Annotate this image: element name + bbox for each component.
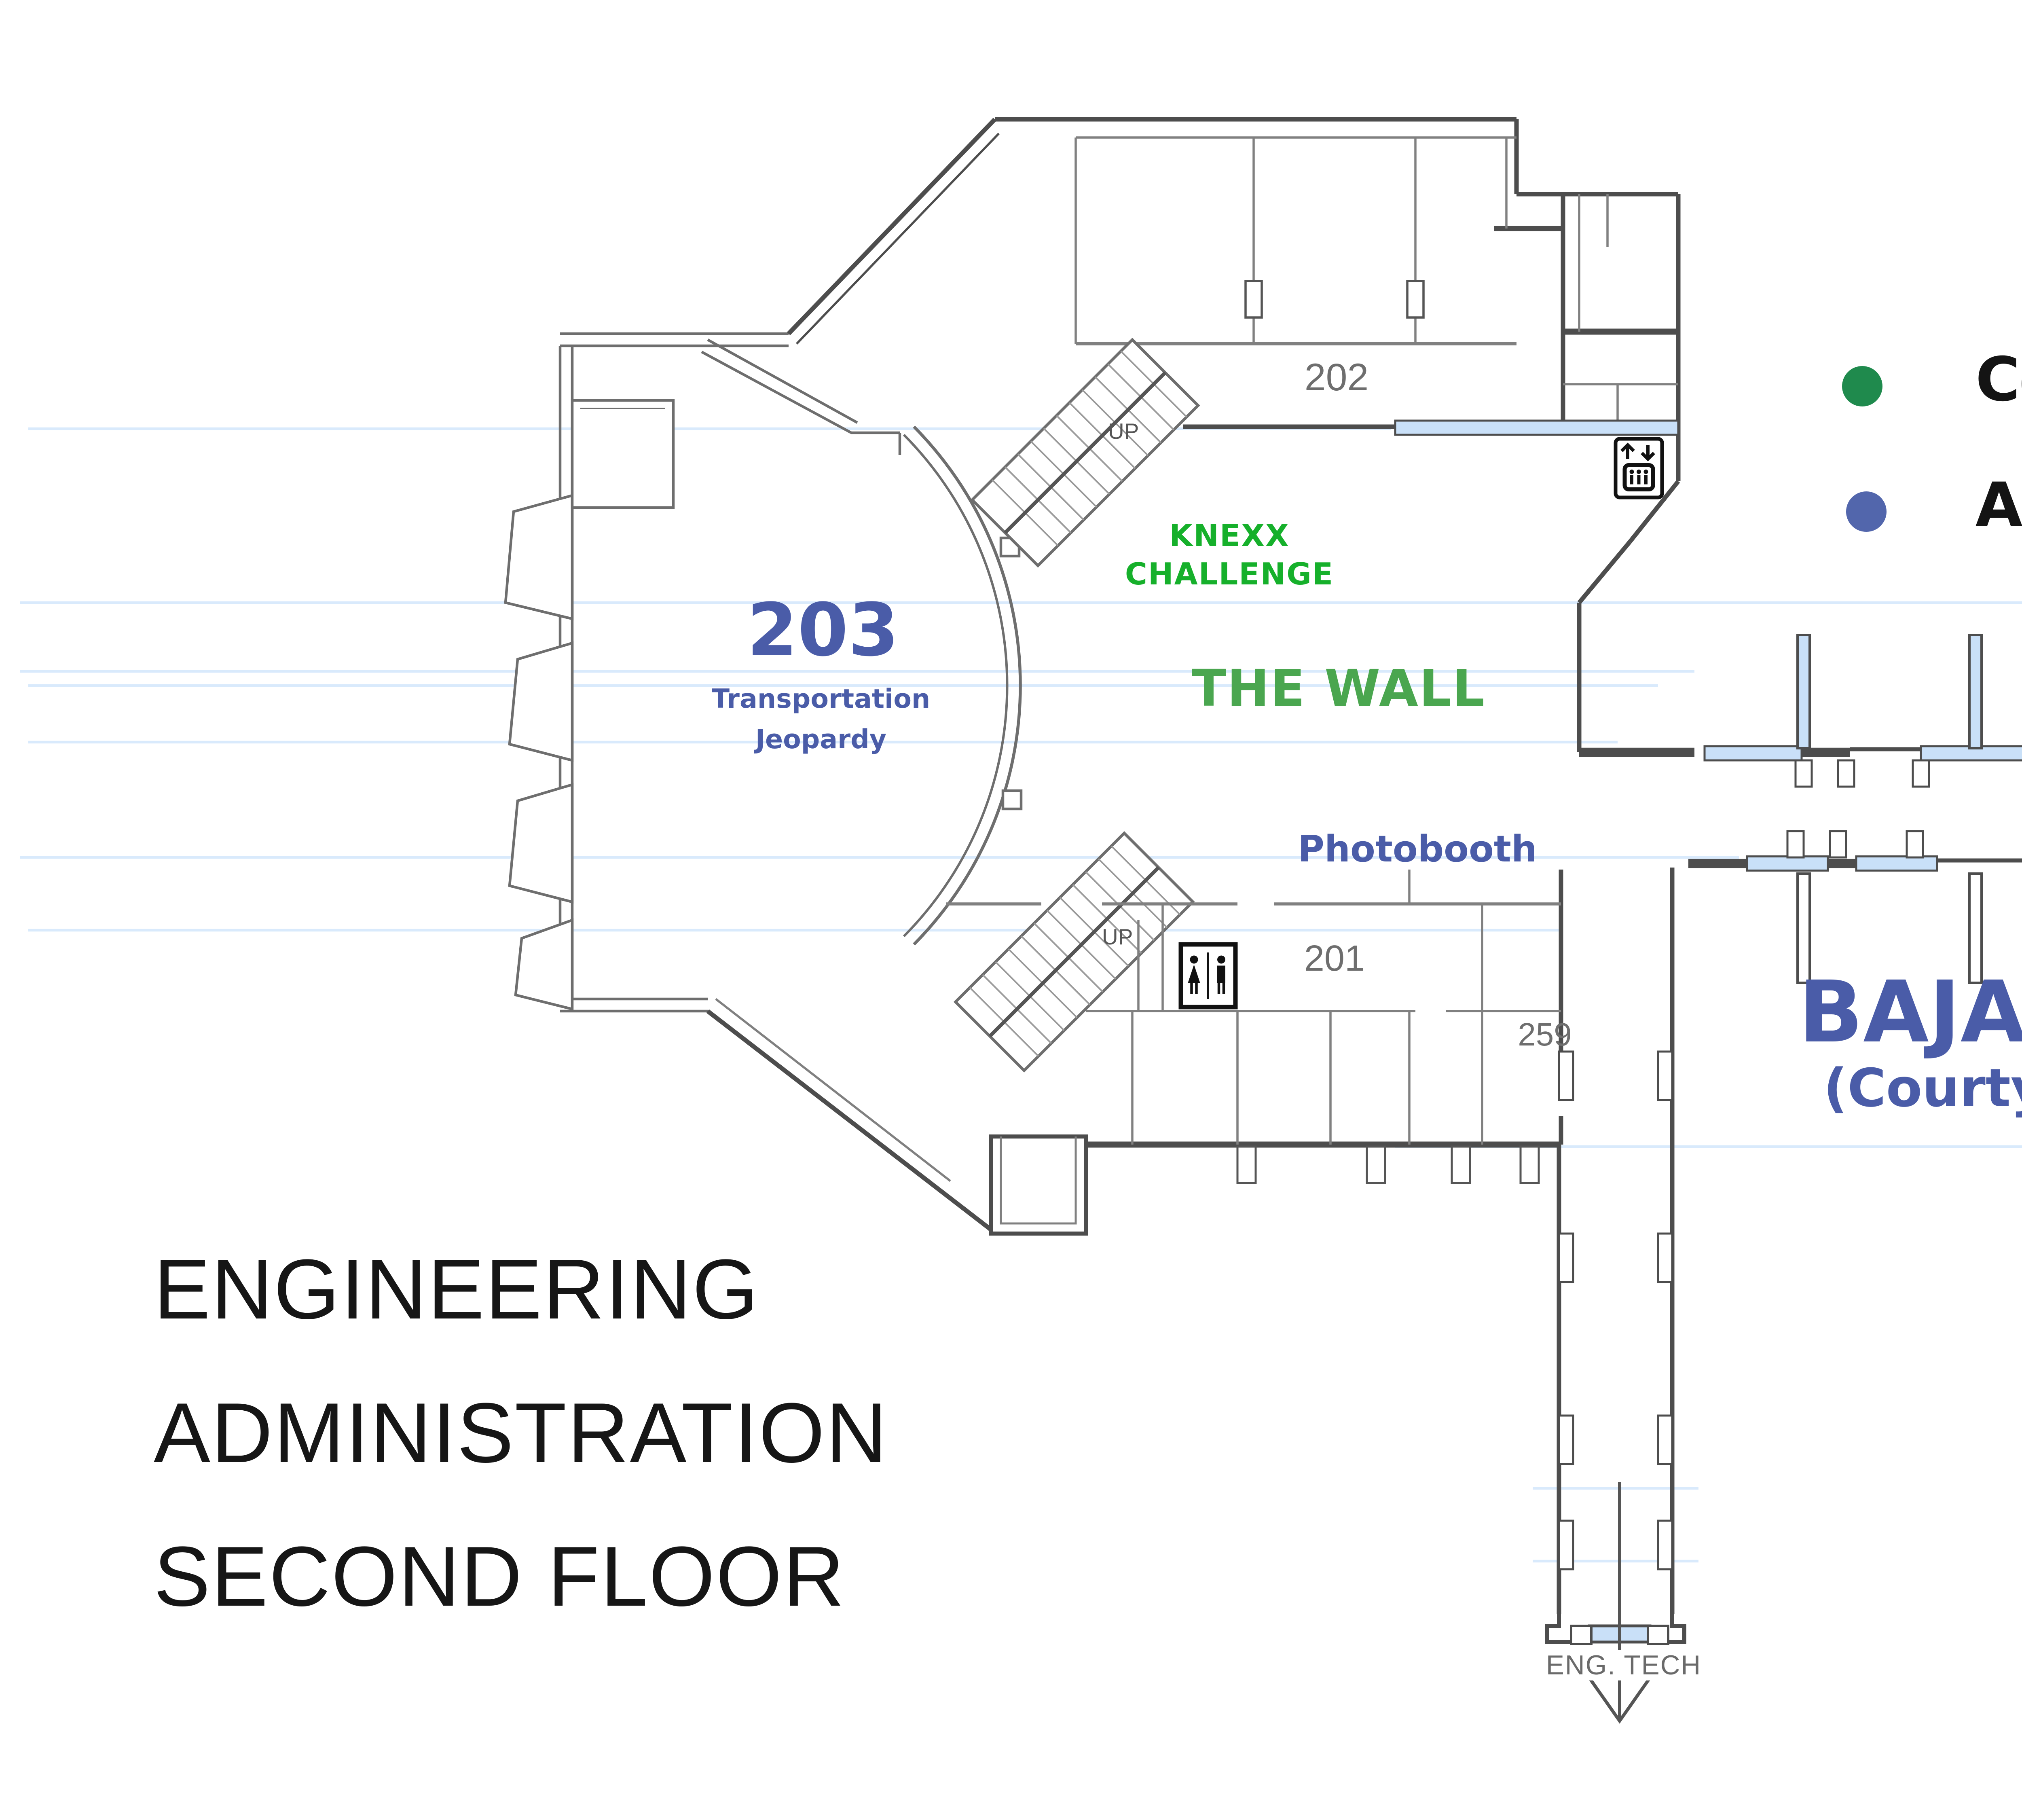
legend-activities-label: Activities/Demonstrations xyxy=(1975,471,2022,542)
baja-car-courtyard-label: (Courtyard) xyxy=(1823,1060,2022,1120)
top-wing-walls xyxy=(787,117,1681,752)
transportation-jeopardy-label: Transportation Jeopardy xyxy=(712,681,931,762)
bottom-block-partitions xyxy=(946,870,1561,1145)
eng-tech-exit-label: ENG. TECH xyxy=(1542,1650,1706,1680)
activities-dot-icon xyxy=(1846,491,1887,532)
title-line-3: SECOND FLOOR xyxy=(154,1529,846,1624)
title-line-2: ADMINISTRATION xyxy=(154,1385,888,1480)
bottom-block-walls xyxy=(706,870,1563,1236)
the-wall-label: THE WALL xyxy=(1191,659,1486,718)
restroom-icon xyxy=(1178,942,1238,1009)
stairs-upper xyxy=(970,338,1200,568)
stairs-up-label-lower: UP xyxy=(1102,924,1133,949)
competitions-dot-icon xyxy=(1842,366,1882,406)
east-corridor xyxy=(1579,634,2022,984)
window-strip-202 xyxy=(1394,419,1679,436)
baja-car-label: BAJA Car xyxy=(1798,963,2022,1062)
auditorium-walls xyxy=(504,332,1023,1013)
transportation-line2: Jeopardy xyxy=(755,726,887,756)
stairs-lower xyxy=(953,831,1195,1073)
knexx-line1: KNEXX xyxy=(1169,518,1290,554)
room-203-label: 203 xyxy=(747,590,899,673)
knexx-challenge-label: KNEXX CHALLENGE xyxy=(1125,518,1334,595)
knexx-line2: CHALLENGE xyxy=(1125,556,1334,593)
photobooth-label: Photobooth xyxy=(1298,829,1537,872)
room-202-label: 202 xyxy=(1304,358,1369,400)
elevator-icon xyxy=(1614,437,1664,499)
south-corridor xyxy=(1545,868,1686,1645)
south-exit-arrow xyxy=(1580,1482,1660,1724)
room-259-label: 259 xyxy=(1518,1019,1572,1054)
stairs-up-label-upper: UP xyxy=(1108,419,1139,444)
title-line-1: ENGINEERING xyxy=(154,1242,759,1337)
legend-competitions-label: Competitions xyxy=(1975,346,2022,417)
room-201-label: 201 xyxy=(1304,938,1365,979)
top-wing-partitions xyxy=(1074,136,1678,433)
transportation-line1: Transportation xyxy=(711,686,931,716)
